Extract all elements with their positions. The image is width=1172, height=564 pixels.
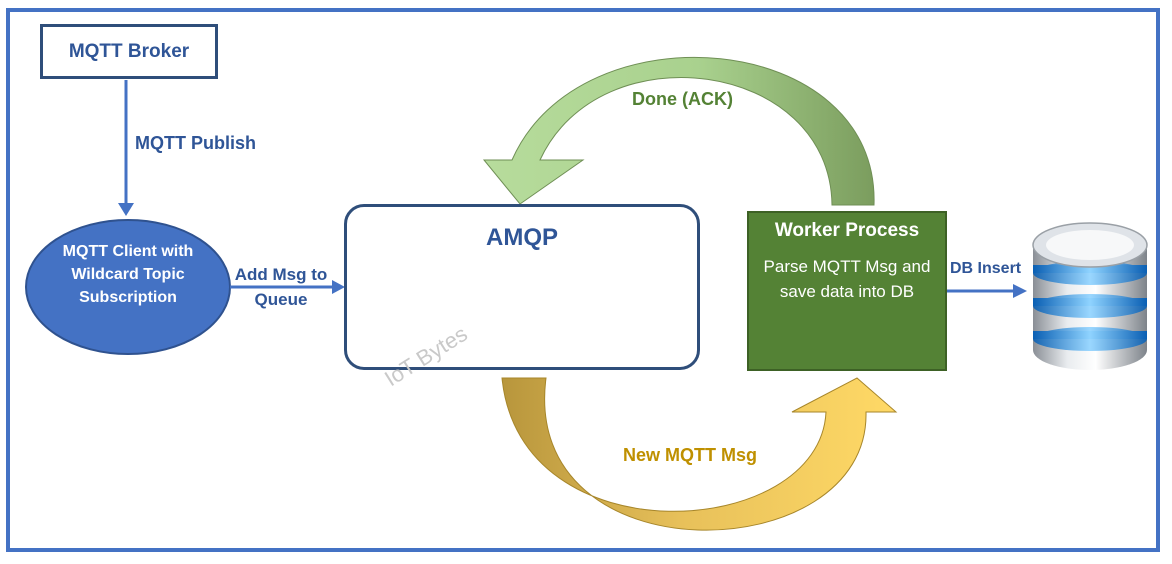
amqp-title: AMQP bbox=[486, 224, 558, 251]
publish-arrow bbox=[118, 80, 134, 216]
done-ack-arrow bbox=[482, 56, 875, 206]
done-ack-label: Done (ACK) bbox=[632, 89, 733, 109]
amqp-container bbox=[344, 204, 700, 370]
db-insert-label: DB Insert bbox=[950, 260, 1022, 277]
worker-title: Worker Process bbox=[774, 220, 920, 241]
mqtt-client-label: MQTT Client with Wildcard Topic Subscrip… bbox=[62, 243, 194, 306]
add-msg-arrow bbox=[230, 280, 345, 294]
new-msg-arrow bbox=[501, 377, 898, 531]
worker-process-node bbox=[747, 211, 947, 371]
db-insert-arrow bbox=[947, 284, 1027, 298]
queue-label: MQTT DB Queue bbox=[441, 297, 589, 318]
database-icon bbox=[1032, 222, 1148, 370]
add-msg-label: Add Msg to Queue bbox=[234, 265, 328, 309]
new-msg-label: New MQTT Msg bbox=[623, 445, 757, 465]
mqtt-broker-node: MQTT Broker bbox=[40, 24, 218, 79]
mqtt-publish-label: MQTT Publish bbox=[135, 133, 256, 153]
mqtt-broker-label: MQTT Broker bbox=[68, 40, 190, 62]
worker-description: Parse MQTT Msg and save data into DB bbox=[763, 257, 931, 301]
